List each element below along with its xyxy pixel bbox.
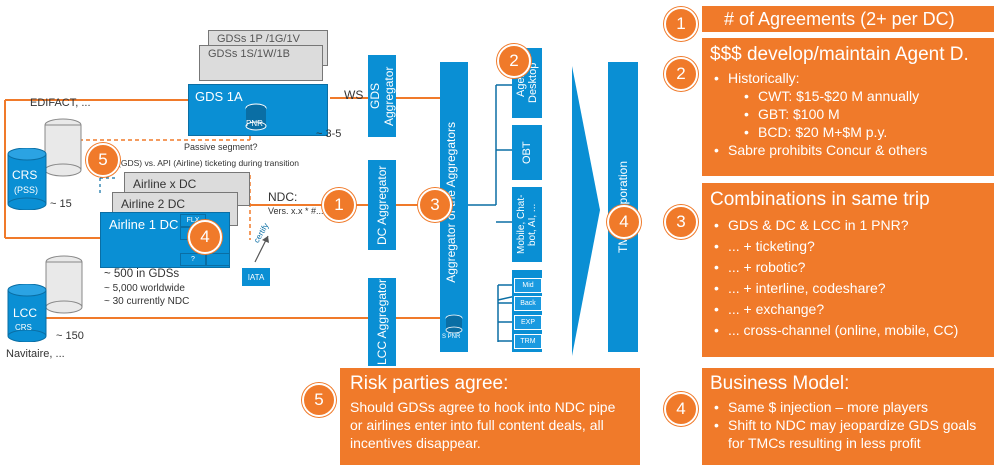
lcc-cylinder <box>7 284 47 342</box>
panel4-badge: 4 <box>664 392 698 426</box>
panel3-title: Combinations in same trip <box>710 189 930 210</box>
panel2-sabre: Sabre prohibits Concur & others <box>710 141 986 159</box>
dc-aggregator: DC Aggregator <box>368 160 396 250</box>
exp-box: EXP <box>514 315 542 330</box>
panel3-item: ... + robotic? <box>710 257 986 278</box>
iata-box: IATA <box>242 268 270 286</box>
panel-risk: Risk parties agree: Should GDSs agree to… <box>340 368 640 465</box>
pnr-db-icon <box>445 314 463 334</box>
panel-business-model: Business Model: Same $ injection – more … <box>702 368 994 465</box>
database-icon <box>245 103 267 131</box>
stat-ndc: ~ 30 currently NDC <box>104 296 190 307</box>
lcc-backdrop-cylinders <box>45 255 83 314</box>
back-box: Back <box>514 296 542 311</box>
panel4-item: Same $ injection – more players <box>710 398 986 416</box>
gds-count: ~ 3-5 <box>316 128 342 140</box>
panel2-historically: Historically: <box>710 69 986 87</box>
crs-count: ~ 15 <box>50 198 72 210</box>
panel-develop: $$$ develop/maintain Agent D. Historical… <box>702 38 994 176</box>
panel3-item: ... + exchange? <box>710 299 986 320</box>
panel-combinations: Combinations in same trip GDS & DC & LCC… <box>702 183 994 357</box>
obt-box: OBT <box>512 125 542 180</box>
edifact-label: EDIFACT, ... <box>30 97 91 109</box>
panel5-title: Risk parties agree: <box>350 373 509 394</box>
panel-agreements: # of Agreements (2+ per DC) <box>702 6 994 32</box>
pss-label: (PSS) <box>14 185 39 195</box>
panel3-item: ... cross-channel (online, mobile, CC) <box>710 320 986 341</box>
crs-label: CRS <box>12 168 38 182</box>
panel5-badge: 5 <box>302 383 336 417</box>
ws-label: WS <box>344 88 364 102</box>
lcc-crs-label: CRS <box>15 323 32 332</box>
stat-gds: ~ 500 in GDSs <box>104 268 180 280</box>
mobile-box: Mobile, Chat-bot, AI, ... <box>512 187 542 262</box>
panel3-item: ... + ticketing? <box>710 236 986 257</box>
panel2-title: $$$ develop/maintain Agent D. <box>710 44 969 65</box>
transition-label: (GDS) vs. API (Airline) ticketing during… <box>118 158 299 168</box>
badge-4-tmc: 4 <box>607 205 641 239</box>
gds-box-1s: GDSs 1S/1W/1B <box>199 45 323 81</box>
panel2-badge: 2 <box>664 57 698 91</box>
vers-label: Vers. x.x * #...s <box>268 206 329 216</box>
navitaire-label: Navitaire, ... <box>6 348 65 360</box>
q-module: ? <box>180 253 206 266</box>
panel4-title: Business Model: <box>710 373 850 394</box>
panel1-badge: 1 <box>664 7 698 41</box>
lcc-count: ~ 150 <box>56 330 84 342</box>
stat-worldwide: ~ 5,000 worldwide <box>104 283 185 294</box>
gds-aggregator: GDS Aggregator <box>368 55 396 137</box>
lcc-label: LCC <box>13 306 38 320</box>
panel2-bcd: BCD: $20 M+$M p.y. <box>710 123 986 141</box>
panel2-gbt: GBT: $100 M <box>710 105 986 123</box>
pnr-label: PNR <box>246 119 263 128</box>
trm-box: TRM <box>514 334 542 349</box>
panel4-item: Shift to NDC may jeopardize GDS goals fo… <box>710 416 986 452</box>
badge-3-aggregator: 3 <box>418 188 452 222</box>
panel3-item: GDS & DC & LCC in 1 PNR? <box>710 215 986 236</box>
panel1-title: # of Agreements (2+ per DC) <box>724 8 955 29</box>
gds-box-1a: GDS 1A PNR <box>188 84 328 136</box>
badge-1-ndc: 1 <box>322 188 356 222</box>
badge-5-transition: 5 <box>86 143 120 177</box>
crs-cylinder <box>7 148 47 210</box>
extra-module <box>206 253 230 266</box>
mid-box: Mid <box>514 278 542 293</box>
s-pnr-label: S PNR <box>442 334 461 340</box>
ndc-label: NDC: <box>268 190 298 204</box>
panel2-cwt: CWT: $15-$20 M annually <box>710 87 986 105</box>
lcc-aggregator: LCC Aggregator <box>368 278 396 366</box>
panel3-item: ... + interline, codeshare? <box>710 278 986 299</box>
passive-label: Passive segment? <box>184 142 258 152</box>
badge-2-desktop: 2 <box>497 44 531 78</box>
panel3-badge: 3 <box>664 205 698 239</box>
gds-1a-label: GDS 1A <box>195 89 243 104</box>
badge-4-airline: 4 <box>188 220 222 254</box>
airline-1-label: Airline 1 DC <box>109 217 179 232</box>
panel5-body: Should GDSs agree to hook into NDC pipe … <box>350 399 616 451</box>
